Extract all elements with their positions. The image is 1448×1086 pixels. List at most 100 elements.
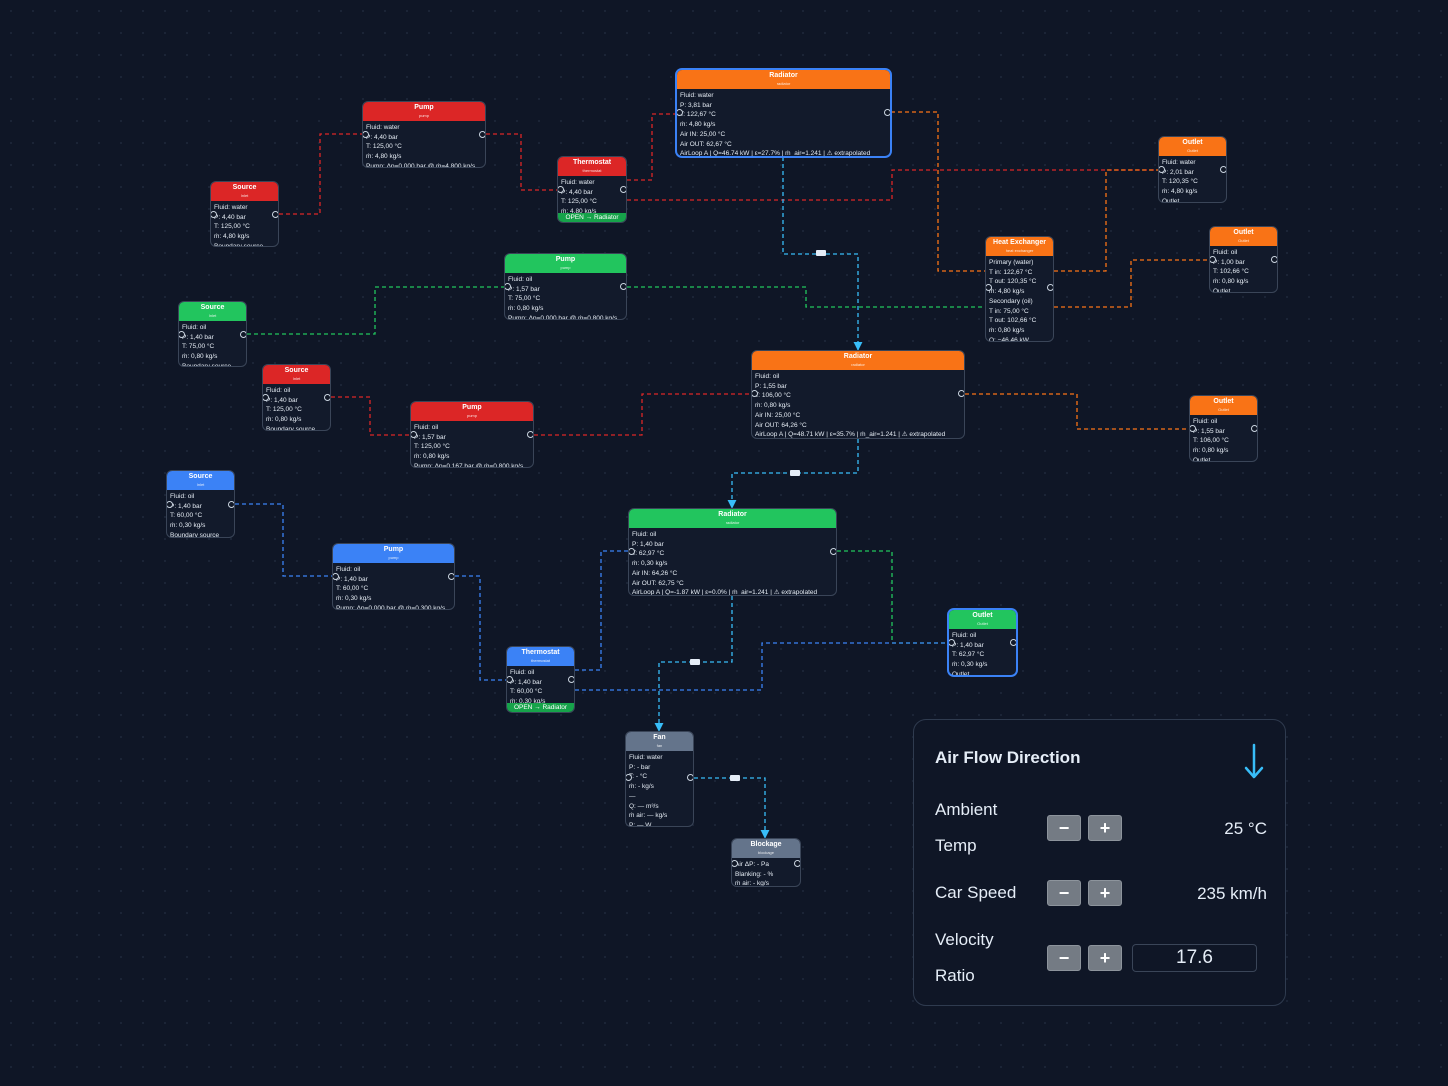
wire-hx-outlet-oil[interactable] xyxy=(1054,259,1209,308)
velocity-decrease-button[interactable]: − xyxy=(1047,945,1081,971)
output-port[interactable] xyxy=(527,431,533,439)
air-edge-label[interactable] xyxy=(790,470,800,476)
input-port[interactable] xyxy=(1210,256,1216,264)
input-port[interactable] xyxy=(179,330,185,338)
output-port[interactable] xyxy=(884,108,890,116)
output-port[interactable] xyxy=(1047,283,1053,291)
output-port[interactable] xyxy=(958,390,964,398)
input-port[interactable] xyxy=(558,186,564,194)
wire-source-pump[interactable] xyxy=(279,133,362,215)
input-port[interactable] xyxy=(949,639,955,647)
wire-source-blue-pump[interactable] xyxy=(235,503,332,577)
output-port[interactable] xyxy=(830,547,836,555)
wire-source-red-pump[interactable] xyxy=(331,396,410,436)
arrow-down-icon[interactable] xyxy=(1239,742,1269,782)
output-port[interactable] xyxy=(1010,639,1016,647)
ambient-increase-button[interactable]: + xyxy=(1088,815,1122,841)
input-port[interactable] xyxy=(211,210,217,218)
output-port[interactable] xyxy=(272,210,278,218)
output-port[interactable] xyxy=(479,131,485,139)
speed-increase-button[interactable]: + xyxy=(1088,880,1122,906)
input-port[interactable] xyxy=(752,390,758,398)
output-port[interactable] xyxy=(228,500,234,508)
output-port[interactable] xyxy=(568,676,574,684)
air-edge-label[interactable] xyxy=(690,659,700,665)
output-port[interactable] xyxy=(794,860,800,868)
wire-radiator-hx[interactable] xyxy=(891,111,985,272)
input-port[interactable] xyxy=(677,108,683,116)
output-port[interactable] xyxy=(448,573,454,581)
input-port[interactable] xyxy=(263,394,269,402)
input-port[interactable] xyxy=(1190,425,1196,433)
ambient-decrease-button[interactable]: − xyxy=(1047,815,1081,841)
input-port[interactable] xyxy=(1159,166,1165,174)
wire-thermostat-outlet-green[interactable] xyxy=(575,642,948,691)
input-port[interactable] xyxy=(505,283,511,291)
output-port[interactable] xyxy=(620,283,626,291)
air-edge-label[interactable] xyxy=(816,250,826,256)
wire-thermostat-radiator[interactable] xyxy=(627,113,676,181)
output-port[interactable] xyxy=(1271,256,1277,264)
output-port[interactable] xyxy=(620,186,626,194)
wire-radiator-bottom-outlet[interactable] xyxy=(837,550,948,644)
input-port[interactable] xyxy=(626,774,632,782)
wire-thermostat-radiator-bottom[interactable] xyxy=(575,550,628,671)
air-wire-2[interactable] xyxy=(727,439,859,509)
air-edge-label[interactable] xyxy=(730,775,740,781)
input-port[interactable] xyxy=(333,573,339,581)
air-wire-4[interactable] xyxy=(694,777,770,839)
wire-pump-blue-thermostat[interactable] xyxy=(455,575,506,681)
wire-pump-green-hx[interactable] xyxy=(627,286,985,308)
wire-pump-red-radiator[interactable] xyxy=(534,393,751,436)
velocity-ratio-input[interactable] xyxy=(1132,944,1257,972)
wire-source-green-pump[interactable] xyxy=(247,286,504,335)
output-port[interactable] xyxy=(687,774,693,782)
wire-radiator-mid-outlet[interactable] xyxy=(965,393,1189,430)
output-port[interactable] xyxy=(1251,425,1257,433)
input-port[interactable] xyxy=(363,131,369,139)
wire-thermostat-outlet[interactable] xyxy=(627,169,1158,201)
input-port[interactable] xyxy=(167,500,173,508)
wire-hx-outlet[interactable] xyxy=(1054,169,1158,272)
speed-decrease-button[interactable]: − xyxy=(1047,880,1081,906)
input-port[interactable] xyxy=(986,283,992,291)
input-port[interactable] xyxy=(629,547,635,555)
output-port[interactable] xyxy=(1220,166,1226,174)
input-port[interactable] xyxy=(732,860,738,868)
